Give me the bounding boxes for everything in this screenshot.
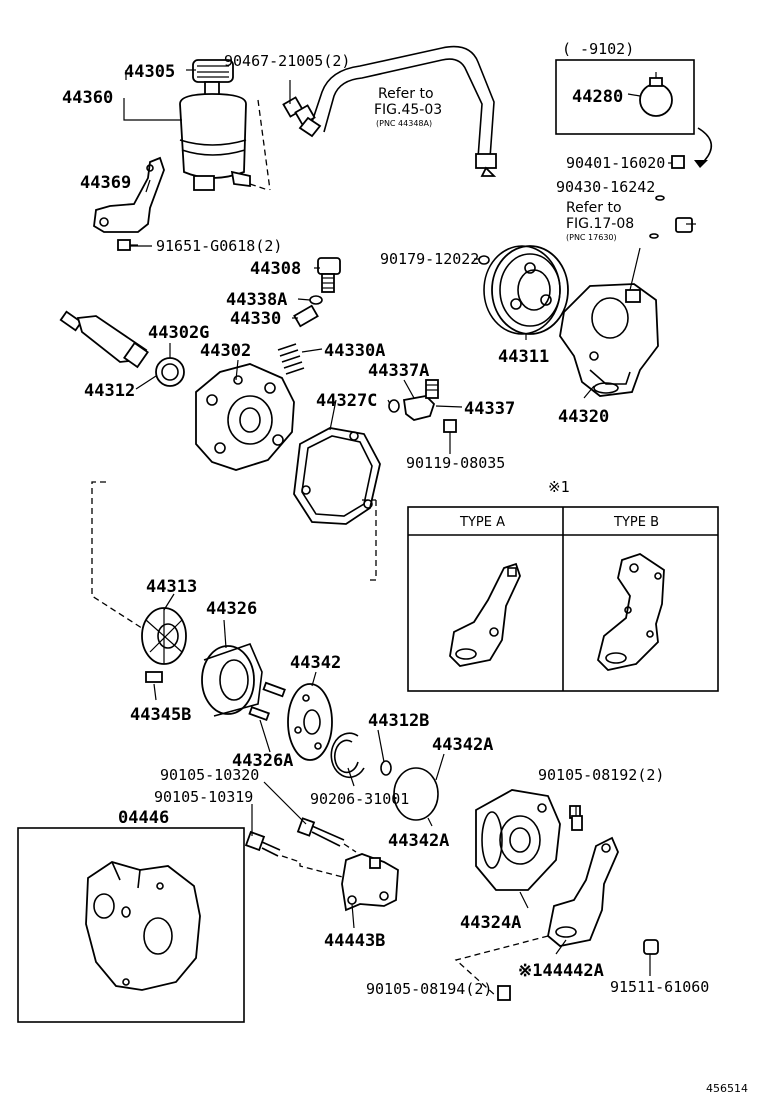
label-44337: 44337	[464, 399, 515, 419]
box-44280	[555, 59, 713, 168]
label-fig-1: FIG.45-03	[374, 102, 442, 118]
cam-ring-44326	[201, 642, 286, 722]
rotor-44313	[141, 607, 187, 683]
reservoir-44360	[179, 59, 271, 191]
return-hose	[282, 45, 497, 177]
rings	[330, 732, 439, 821]
label-90105-08192: 90105-08192(2)	[538, 766, 664, 784]
label-90105-08194: 90105-08194(2)	[366, 980, 492, 998]
label-44342a-1: 44342A	[432, 735, 493, 755]
label-44324a: 44324A	[460, 913, 521, 933]
label-90206: 90206-31001	[310, 790, 409, 808]
label-44326: 44326	[206, 599, 257, 619]
type-table	[407, 506, 719, 692]
label-pnc-1: (PNC 44348A)	[376, 119, 432, 128]
fittings-90401-90430	[649, 155, 696, 239]
label-44330: 44330	[230, 309, 281, 329]
label-44313: 44313	[146, 577, 197, 597]
label-mark-top: ※1	[548, 478, 570, 496]
shaft-44312	[59, 310, 185, 387]
label-44442a: ※144442A	[518, 961, 604, 981]
label-90467: 90467-21005(2)	[224, 52, 350, 70]
bolts-90105	[244, 817, 357, 881]
label-fig-2: FIG.17-08	[566, 216, 634, 232]
label-90430: 90430-16242	[556, 178, 655, 196]
label-44302g: 44302G	[148, 323, 209, 343]
label-44302: 44302	[200, 341, 251, 361]
label-44312b: 44312B	[368, 711, 429, 731]
label-44369: 44369	[80, 173, 131, 193]
leader-lines	[123, 69, 672, 976]
label-44337a: 44337A	[368, 361, 429, 381]
label-91651: 91651-G0618(2)	[156, 237, 282, 255]
bracket-44443b	[341, 853, 399, 912]
label-04446: 04446	[118, 808, 169, 828]
header-type-b: TYPE B	[613, 515, 659, 530]
dashed-link-left	[91, 481, 149, 633]
label-44342: 44342	[290, 653, 341, 673]
plate-44342	[287, 683, 333, 761]
type-a-bracket	[449, 562, 521, 667]
label-pnc-2: (PNC 17630)	[566, 233, 617, 242]
label-44342a-2: 44342A	[388, 831, 449, 851]
drawing-code: 456514	[706, 1082, 748, 1095]
label-44345b: 44345B	[130, 705, 191, 725]
gasket-44327c	[293, 427, 381, 581]
fitting-44337	[388, 379, 457, 433]
label-44443b: 44443B	[324, 931, 385, 951]
label-44338a: 44338A	[226, 290, 287, 310]
header-type-a: TYPE A	[459, 515, 505, 530]
label-44330a: 44330A	[324, 341, 385, 361]
type-b-bracket	[597, 553, 665, 671]
label-90401: 90401-16020	[566, 154, 665, 172]
label-refer-2: Refer to	[566, 200, 622, 216]
label-44311: 44311	[498, 347, 549, 367]
label-44320: 44320	[558, 407, 609, 427]
label-90179: 90179-12022	[380, 250, 479, 268]
pulley-44311	[478, 245, 569, 335]
valve-parts	[277, 257, 341, 375]
label-refer-1: Refer to	[378, 86, 434, 102]
label-44308: 44308	[250, 259, 301, 279]
box-04446	[17, 827, 245, 1023]
rear-housing-44324a	[475, 789, 583, 891]
pump-assembly-44320	[559, 247, 659, 397]
label-44360: 44360	[62, 88, 113, 108]
bracket-44369	[93, 156, 165, 251]
label-91511: 91511-61060	[610, 978, 709, 996]
label-44305: 44305	[124, 62, 175, 82]
label-44280: 44280	[572, 87, 623, 107]
label-90119: 90119-08035	[406, 454, 505, 472]
label-44327c: 44327C	[316, 391, 377, 411]
part-labels: 44305 44360 90467-21005(2) Refer to FIG.…	[62, 40, 748, 1095]
label-44326a: 44326A	[232, 751, 293, 771]
label-90105-10319: 90105-10319	[154, 788, 253, 806]
label-year-range: ( -9102)	[562, 40, 634, 58]
label-90105-10320: 90105-10320	[160, 766, 259, 784]
pump-housing-44302	[195, 363, 295, 471]
bracket-44442a	[454, 836, 659, 1001]
label-44312: 44312	[84, 381, 135, 401]
